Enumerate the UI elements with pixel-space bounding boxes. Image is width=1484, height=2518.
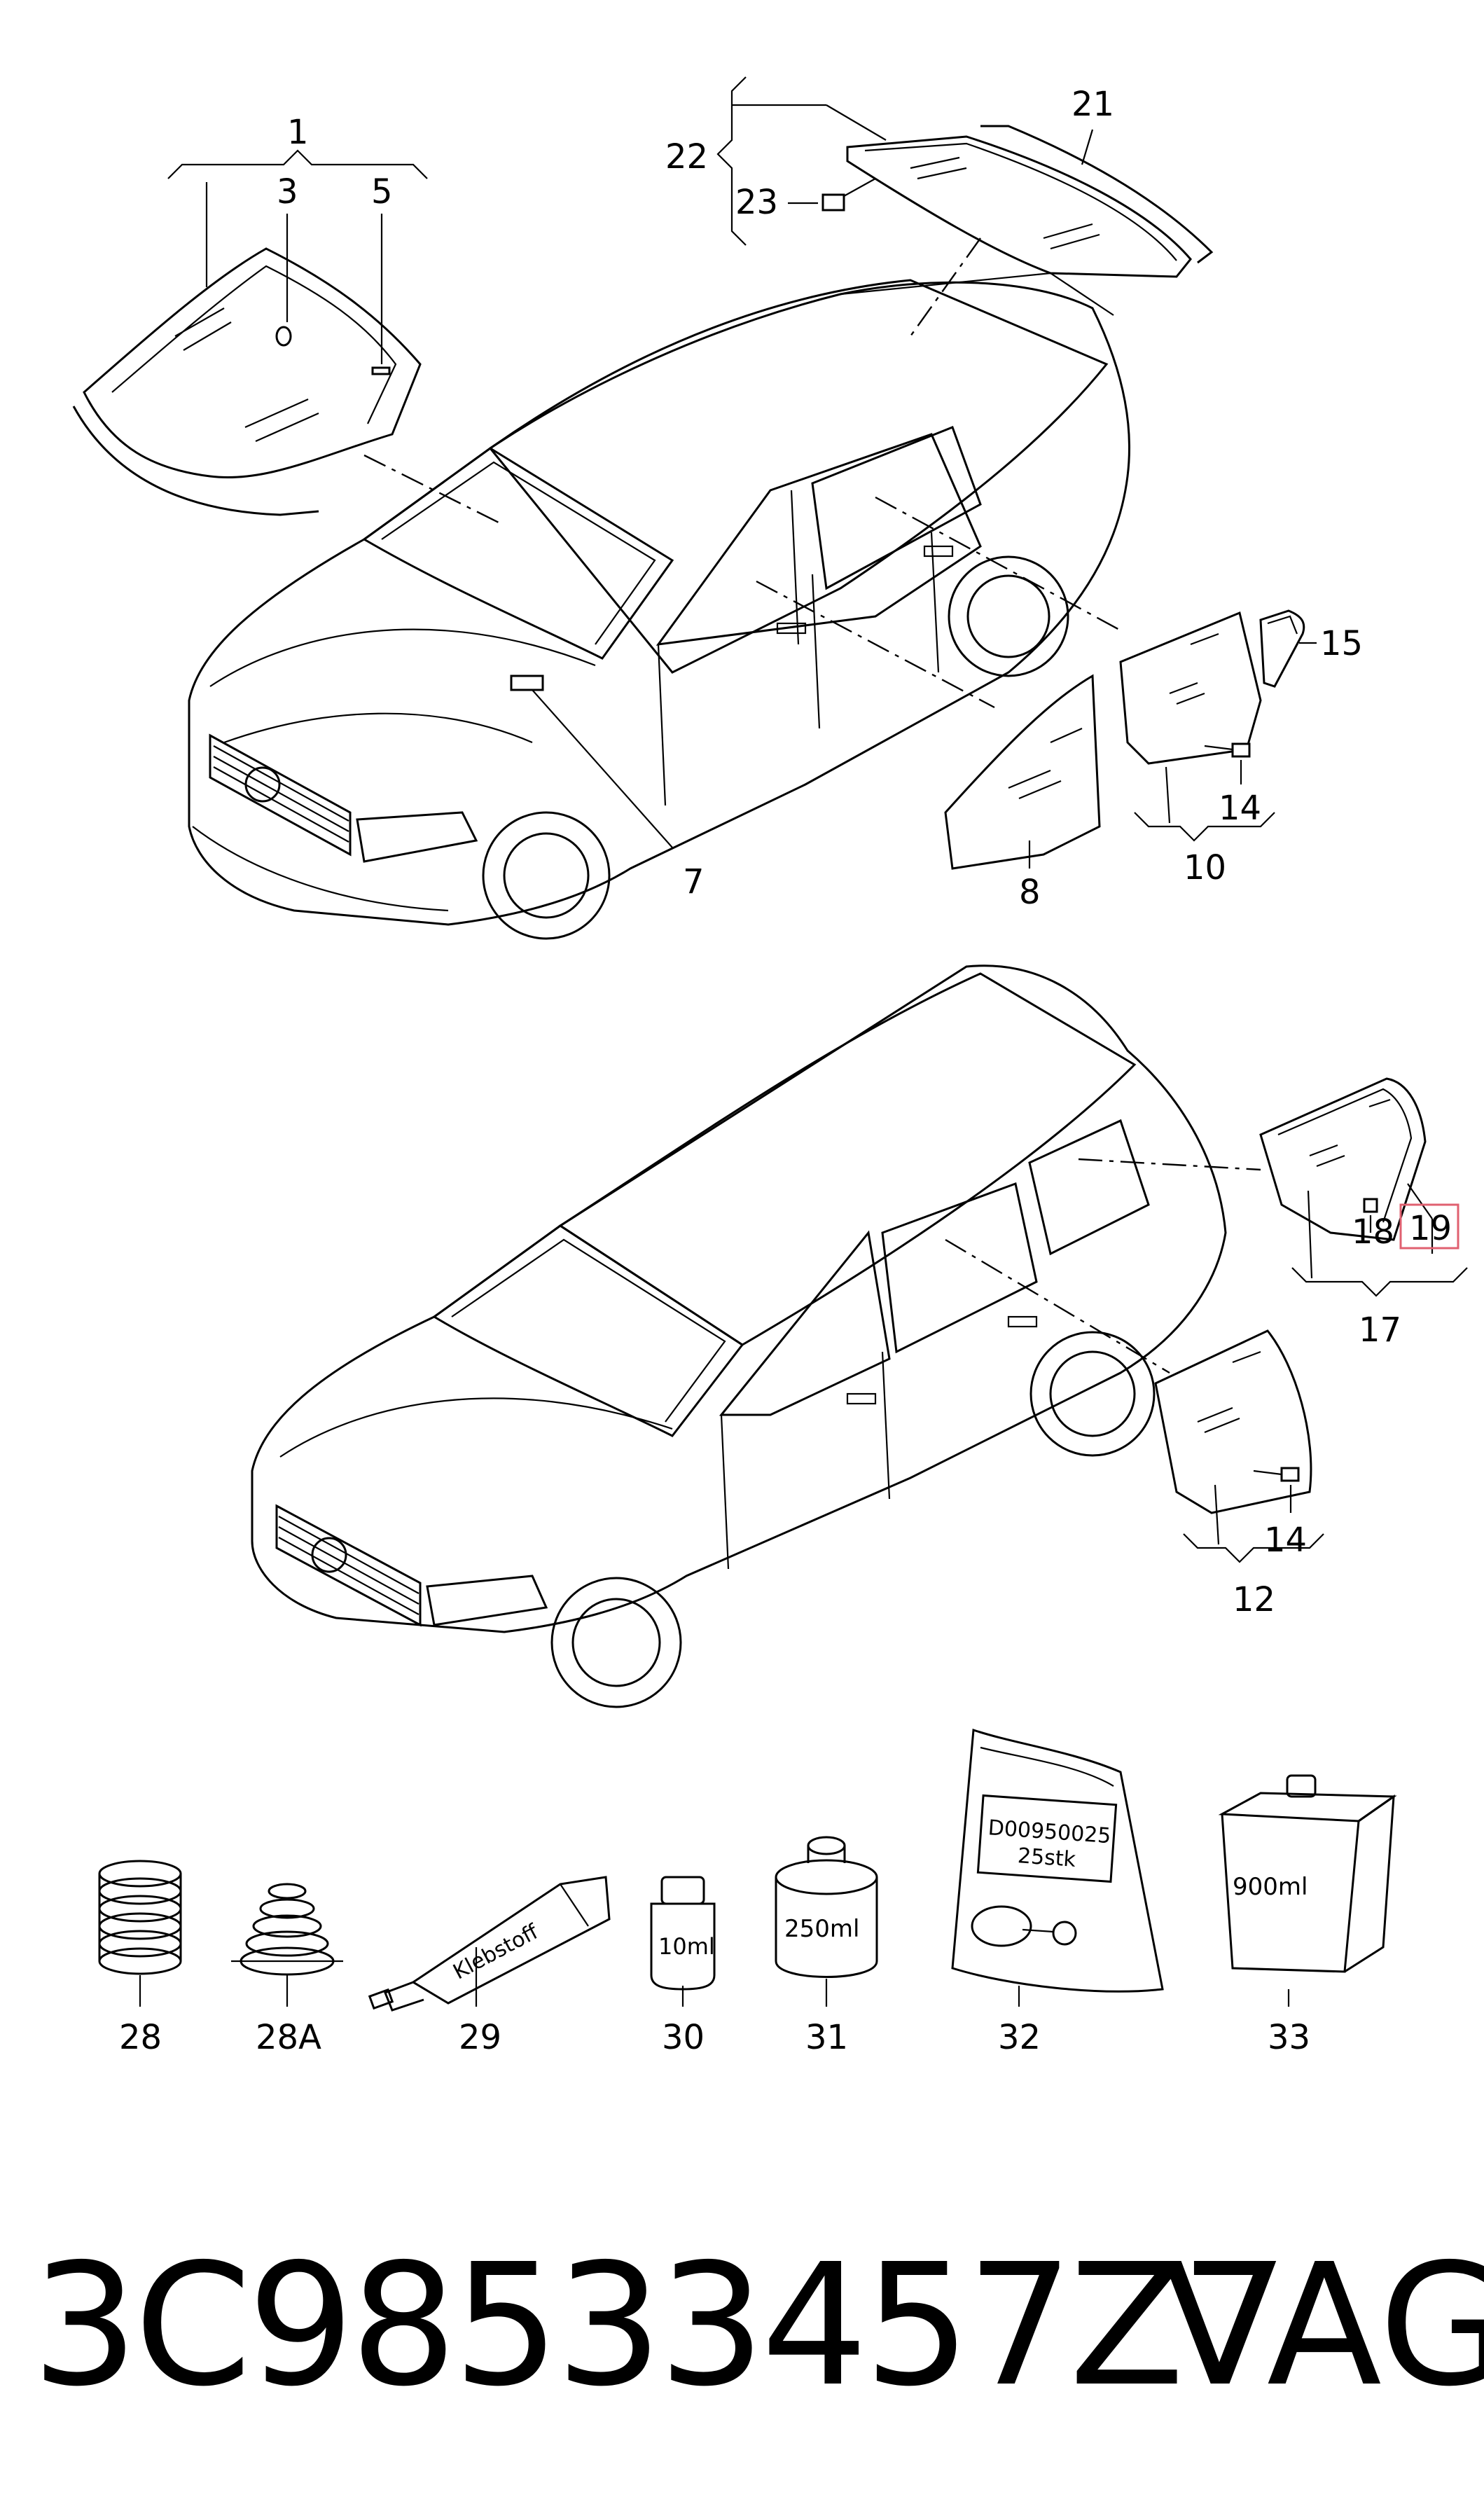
callout-5: 5	[371, 172, 393, 212]
rear-window-part	[821, 125, 1214, 278]
primer-bottle-small: 10ml	[650, 1876, 716, 1991]
sealing-cord-coil	[98, 1860, 182, 1975]
callout-23: 23	[735, 183, 778, 222]
callout-30: 30	[662, 2018, 705, 2057]
callout-31: 31	[805, 2018, 848, 2057]
primer-can: 250ml	[775, 1836, 878, 1978]
estate-car-illustration	[251, 964, 1261, 1708]
bag-qty-label: 25stk	[1017, 1843, 1077, 1872]
front-door-glass-part	[944, 674, 1101, 870]
sedan-car-illustration	[188, 237, 1131, 940]
callout-labels: 1 3 5 22 23 21 15 14 10 8 7 18 19 17 14 …	[119, 85, 1452, 2057]
callout-7: 7	[683, 862, 705, 901]
callout-28a: 28A	[256, 2018, 321, 2057]
brand-label: VAG	[1163, 2227, 1484, 2423]
part-number: 3C98533457Z7	[32, 2227, 1287, 2423]
bottle-label: 10ml	[658, 1933, 715, 1960]
box-label: 900ml	[1233, 1873, 1308, 1901]
quarter-glass-part	[1259, 609, 1305, 688]
callout-18: 18	[1352, 1212, 1394, 1252]
adhesive-tube: Klebstoff	[368, 1876, 611, 2012]
estate-quarter-glass-part	[1259, 1077, 1427, 1241]
rear-door-glass-part	[1119, 611, 1262, 765]
clip-bag: D00950025 25stk	[951, 1728, 1164, 1993]
callout-32: 32	[998, 2018, 1041, 2057]
callout-19: 19	[1409, 1209, 1452, 1248]
tube-label: Klebstoff	[449, 1919, 543, 1984]
callout-14-upper: 14	[1219, 789, 1261, 828]
callout-1: 1	[287, 113, 309, 152]
sealing-cord-cone	[231, 1883, 343, 1976]
callout-22: 22	[665, 137, 708, 177]
callout-21: 21	[1072, 85, 1114, 124]
callout-3: 3	[277, 172, 298, 212]
estate-rear-door-glass-part	[1154, 1329, 1312, 1514]
callout-29: 29	[459, 2018, 501, 2057]
callout-14-lower: 14	[1264, 1521, 1307, 1560]
callout-15: 15	[1320, 624, 1363, 663]
highlight-box	[1399, 1203, 1459, 1250]
cleaner-box: 900ml	[1218, 1774, 1397, 1973]
windshield-part	[72, 247, 422, 516]
callout-28: 28	[119, 2018, 162, 2057]
leader-lines	[139, 76, 1468, 2007]
can-label: 250ml	[784, 1915, 859, 1943]
bag-code-label: D00950025	[987, 1815, 1112, 1848]
callout-17: 17	[1359, 1310, 1401, 1350]
callout-33: 33	[1268, 2018, 1310, 2057]
callout-10: 10	[1184, 848, 1226, 887]
callout-8: 8	[1019, 873, 1041, 912]
callout-12: 12	[1233, 1580, 1275, 1619]
